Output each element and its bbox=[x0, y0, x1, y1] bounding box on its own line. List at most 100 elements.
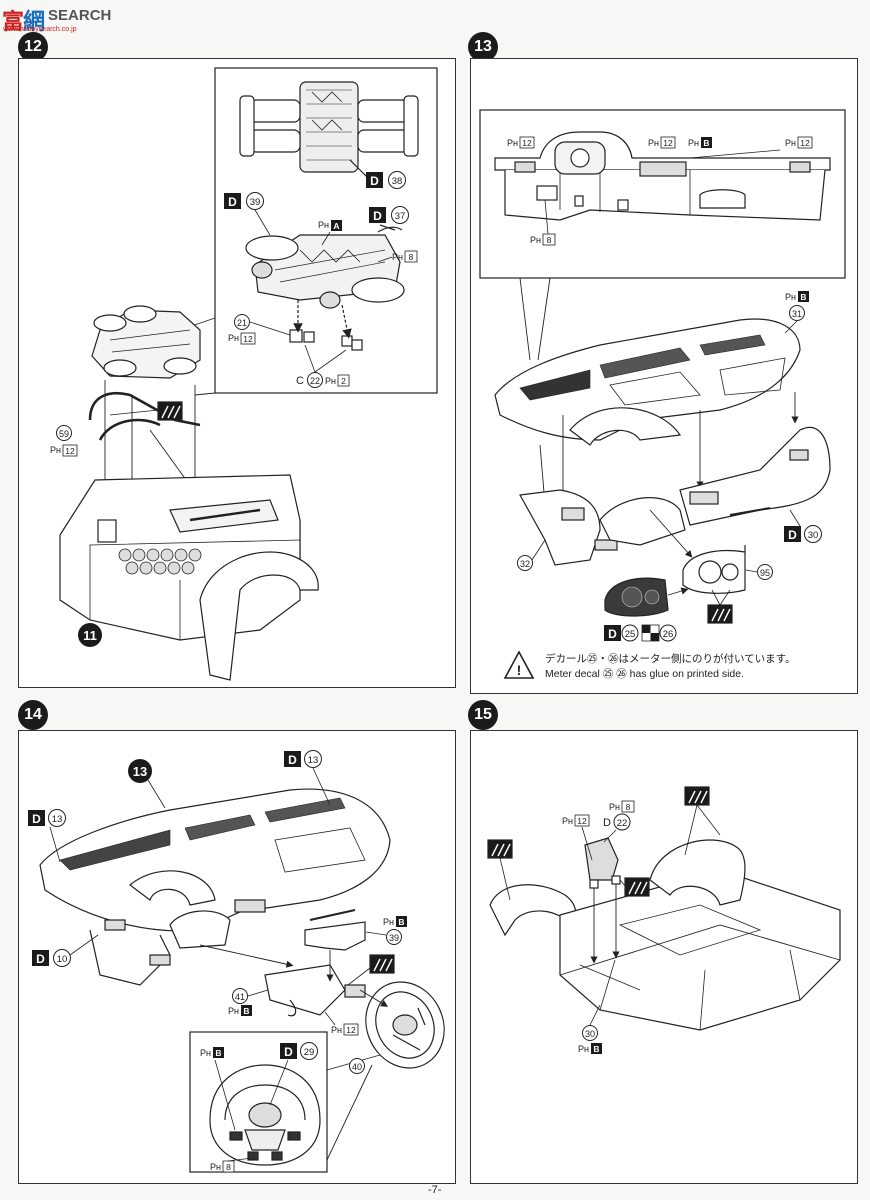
part-30-label-s15: 30 bbox=[585, 1029, 595, 1039]
ph-center-a-value: 12 bbox=[663, 138, 673, 148]
small-parts-21-22 bbox=[289, 300, 363, 351]
svg-text:Pʜ: Pʜ bbox=[200, 1048, 211, 1058]
meter-part-95 bbox=[682, 545, 746, 594]
ph-inset-b-value: B bbox=[215, 1048, 221, 1058]
part-32-label: 32 bbox=[520, 559, 530, 569]
step-13-diagram bbox=[479, 109, 846, 624]
ph-39-value: B bbox=[398, 917, 404, 927]
svg-text:Pʜ: Pʜ bbox=[318, 220, 329, 230]
part-29-label: 29 bbox=[304, 1047, 315, 1058]
tree-d-30-letter: D bbox=[788, 528, 797, 542]
part-41-label: 41 bbox=[235, 992, 245, 1002]
page-number: -7- bbox=[428, 1184, 442, 1196]
part-39-label-s14: 39 bbox=[389, 933, 399, 943]
tree-d-13-left-letter: D bbox=[32, 812, 41, 826]
watermark-search-text: SEARCH bbox=[48, 7, 112, 24]
svg-text:Pʜ: Pʜ bbox=[648, 138, 659, 148]
step-14-badge: 14 bbox=[18, 700, 48, 730]
svg-text:Pʜ: Pʜ bbox=[688, 138, 699, 148]
main-engine bbox=[91, 305, 201, 379]
part-21-label: 21 bbox=[237, 318, 247, 328]
svg-text:Pʜ: Pʜ bbox=[228, 1006, 239, 1016]
steering-wheel-inset bbox=[209, 1064, 321, 1166]
ph-right-value: 12 bbox=[800, 138, 810, 148]
ph-59-prefix: Pʜ bbox=[50, 445, 61, 455]
tree-d-37-letter: D bbox=[373, 209, 382, 223]
svg-text:Pʜ: Pʜ bbox=[325, 376, 336, 386]
svg-text:Pʜ: Pʜ bbox=[331, 1025, 342, 1035]
ph-59-value: 12 bbox=[65, 446, 75, 456]
ph-21-value: 12 bbox=[243, 334, 253, 344]
warning-text: デカール㉕・㉖はメーター側にのりが付いています。 Meter decal ㉕ ㉖… bbox=[545, 652, 796, 682]
step-14-diagram bbox=[39, 788, 445, 1173]
ph-12-value-s14: 12 bbox=[346, 1025, 356, 1035]
tree-d-38-letter: D bbox=[370, 174, 379, 188]
part-37-label: 37 bbox=[395, 211, 406, 222]
engine-intake-top bbox=[239, 81, 419, 173]
tree-d-39-letter: D bbox=[228, 195, 237, 209]
step-12-diagram bbox=[59, 67, 438, 681]
step-15-labels: Pʜ 8 Pʜ 12 D 22 30 Pʜ B bbox=[562, 800, 635, 1054]
tree-d-25-letter: D bbox=[608, 627, 617, 641]
part-26-label: 26 bbox=[663, 629, 674, 640]
svg-text:Pʜ: Pʜ bbox=[785, 292, 796, 302]
part-25-label: 25 bbox=[625, 629, 636, 640]
glue-warning: デカール㉕・㉖はメーター側にのりが付いています。 Meter decal ㉕ ㉖… bbox=[505, 652, 796, 682]
ref-frame-11-badge bbox=[78, 623, 102, 647]
part-22-label: 22 bbox=[310, 376, 320, 386]
svg-text:Pʜ: Pʜ bbox=[228, 333, 239, 343]
ref-13-label: 13 bbox=[133, 764, 147, 779]
part-39-label: 39 bbox=[250, 197, 261, 208]
engine-bay bbox=[59, 474, 319, 681]
ph-left-value: 12 bbox=[522, 138, 532, 148]
panel-part-30 bbox=[679, 426, 831, 526]
part-40-label: 40 bbox=[352, 1062, 362, 1072]
tree-d-13-top-letter: D bbox=[288, 753, 297, 767]
step-14-labels: 13 D 13 D 13 D 10 Pʜ B 39 41 Pʜ B Pʜ bbox=[28, 750, 407, 1173]
part-22-prefix: C bbox=[296, 375, 304, 387]
ph-center-b-value: B bbox=[703, 138, 709, 148]
ph-8-value-s15: 8 bbox=[626, 802, 631, 812]
tree-d-10-letter: D bbox=[36, 952, 45, 966]
dashboard-part-31 bbox=[494, 318, 801, 446]
ph-a-value: A bbox=[333, 221, 339, 231]
ph-bottom-value: 8 bbox=[547, 235, 552, 245]
ref-frame-11-label: 11 bbox=[83, 628, 97, 643]
ph-8-value: 8 bbox=[409, 252, 414, 262]
part-30-label: 30 bbox=[808, 530, 819, 541]
ph-30-value: B bbox=[593, 1044, 599, 1054]
watermark-url: www.hobbysearch.co.jp bbox=[3, 26, 77, 33]
ph-31-value: B bbox=[800, 292, 806, 302]
ph-inset-8-value: 8 bbox=[226, 1162, 231, 1172]
svg-text:Pʜ: Pʜ bbox=[507, 138, 518, 148]
part-22-prefix-s15: D bbox=[603, 817, 611, 829]
intake-assembly bbox=[245, 234, 405, 309]
step-15-diagram bbox=[487, 786, 841, 1031]
part-13-top-label: 13 bbox=[308, 755, 319, 766]
tree-d-29-letter: D bbox=[284, 1045, 293, 1059]
watermark-logo: 富網 bbox=[2, 9, 45, 34]
bracket-part-22 bbox=[584, 837, 621, 889]
site-watermark: 富網 SEARCH bbox=[2, 4, 111, 38]
part-38-label: 38 bbox=[392, 176, 403, 187]
part-13-left-label: 13 bbox=[52, 814, 63, 825]
dashboard-assembly-13 bbox=[39, 788, 391, 986]
step-12-badge: 12 bbox=[18, 32, 48, 62]
part-22-label-s15: 22 bbox=[617, 818, 628, 829]
ph-12-value-s15: 12 bbox=[577, 816, 587, 826]
part-95-label: 95 bbox=[760, 568, 770, 578]
meter-decal bbox=[604, 577, 669, 617]
warning-jp-line: デカール㉕・㉖はメーター側にのりが付いています。 bbox=[545, 653, 796, 665]
step-12-labels: 11 59 Pʜ 12 D 38 D 39 D 37 Pʜ A Pʜ 8 21 bbox=[50, 171, 418, 647]
svg-text:Pʜ: Pʜ bbox=[210, 1162, 221, 1172]
svg-text:Pʜ: Pʜ bbox=[383, 917, 394, 927]
step-15-badge: 15 bbox=[468, 700, 498, 730]
steering-column-41 bbox=[264, 964, 366, 1017]
svg-text:Pʜ: Pʜ bbox=[578, 1044, 589, 1054]
part-31-label: 31 bbox=[792, 309, 802, 319]
ph-22-value: 2 bbox=[341, 376, 346, 386]
console-part-32 bbox=[519, 489, 686, 566]
ph-41-value: B bbox=[243, 1006, 249, 1016]
floor-tub-30 bbox=[559, 839, 841, 1031]
